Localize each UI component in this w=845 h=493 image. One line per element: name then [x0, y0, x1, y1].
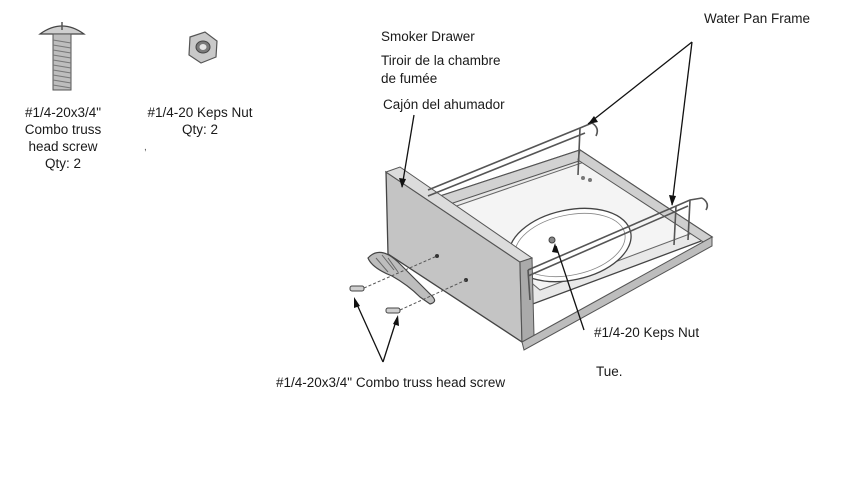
keps-nut-label-partial: Tue. — [596, 364, 623, 379]
svg-text:,: , — [144, 142, 147, 153]
nut-qty: Qty: 2 — [181, 122, 218, 137]
smoker-drawer-label-fr-2: de fumée — [381, 71, 438, 86]
nut-legend: #1/4-20 Keps Nut Qty: 2 — [140, 104, 260, 138]
screw-desc-line3: head screw — [28, 139, 98, 154]
callout-arrows — [354, 41, 693, 363]
nut-name: #1/4-20 Keps Nut — [147, 105, 253, 120]
keps-nut-icon — [188, 31, 218, 64]
smoker-drawer-label-fr-1: Tiroir de la chambre — [381, 53, 501, 68]
combo-screw-label: #1/4-20x3/4" Combo truss head screw — [276, 375, 506, 390]
smoker-drawer — [384, 149, 714, 351]
drawer-screws — [349, 255, 467, 314]
keps-nut-label: #1/4-20 Keps Nut — [594, 325, 700, 340]
smoker-drawer-label-en: Smoker Drawer — [381, 29, 475, 44]
arrow-heads — [354, 116, 676, 326]
drawer-keps-nut — [548, 236, 556, 244]
screw-qty: Qty: 2 — [44, 156, 81, 171]
screw-legend: #1/4-20x3/4" Combo truss head screw Qty:… — [10, 104, 116, 172]
truss-screw-icon — [38, 22, 86, 91]
screw-desc-line2: Combo truss — [24, 122, 102, 137]
drawer-handle — [367, 251, 436, 305]
screw-name: #1/4-20x3/4" — [24, 105, 102, 120]
water-pan-frame-label: Water Pan Frame — [704, 11, 811, 26]
water-pan-frame — [427, 122, 709, 301]
smoker-drawer-label-es: Cajón del ahumador — [383, 97, 505, 112]
